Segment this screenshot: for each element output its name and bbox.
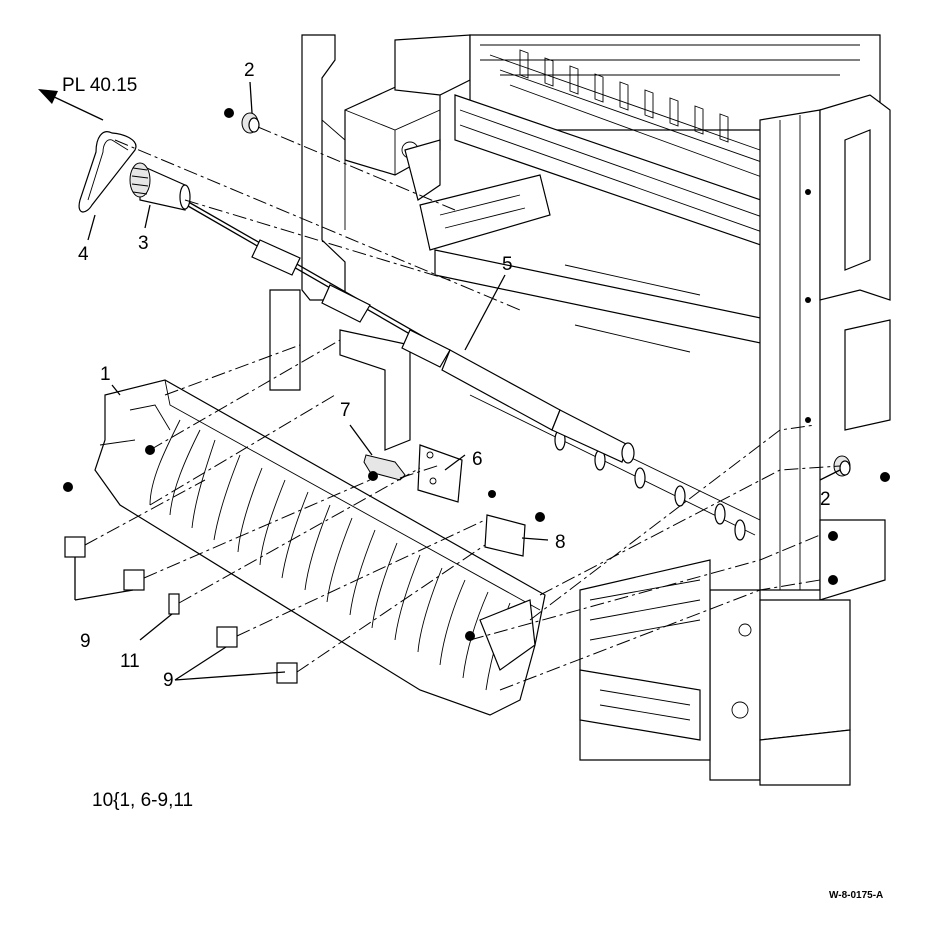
callout-5: 5 bbox=[502, 254, 513, 275]
kit-note: 10{1, 6-9,11 bbox=[92, 790, 193, 811]
upper-rollers bbox=[489, 49, 771, 181]
part-4-belt bbox=[78, 131, 137, 213]
callout-7: 7 bbox=[340, 400, 351, 421]
reference-arrow: PL 40.15 bbox=[38, 75, 137, 121]
callout-8: 8 bbox=[555, 532, 566, 553]
part-5-feed-shaft bbox=[184, 199, 635, 464]
callout-6: 6 bbox=[472, 449, 483, 470]
callout-9-left: 9 bbox=[80, 631, 91, 652]
callout-2-right: 2 bbox=[820, 489, 831, 510]
callout-1: 1 bbox=[100, 364, 111, 385]
part-8-plate bbox=[484, 512, 545, 557]
part-3-drive-gear bbox=[129, 162, 191, 211]
callout-4: 4 bbox=[78, 244, 89, 265]
part-6-bracket bbox=[417, 444, 496, 503]
leader-lines bbox=[74, 81, 841, 681]
callout-11: 11 bbox=[120, 651, 140, 672]
part-2-bearing-right bbox=[833, 455, 890, 482]
alignment-lines bbox=[84, 126, 841, 691]
drawing-code: W-8-0175-A bbox=[829, 890, 883, 901]
part-9-pads-and-part-11-pad bbox=[64, 536, 298, 684]
callout-3: 3 bbox=[138, 233, 149, 254]
callout-numbers: 1 2 3 4 5 6 7 8 2 9 11 9 bbox=[78, 60, 831, 691]
part-1-paper-chute bbox=[63, 379, 546, 716]
part-7-sensor bbox=[363, 454, 406, 481]
callout-2-top: 2 bbox=[244, 60, 255, 81]
callout-9-bottom: 9 bbox=[163, 670, 174, 691]
part-2-bearing-top bbox=[224, 108, 260, 134]
reference-label: PL 40.15 bbox=[62, 75, 137, 96]
printer-frame bbox=[269, 34, 891, 786]
